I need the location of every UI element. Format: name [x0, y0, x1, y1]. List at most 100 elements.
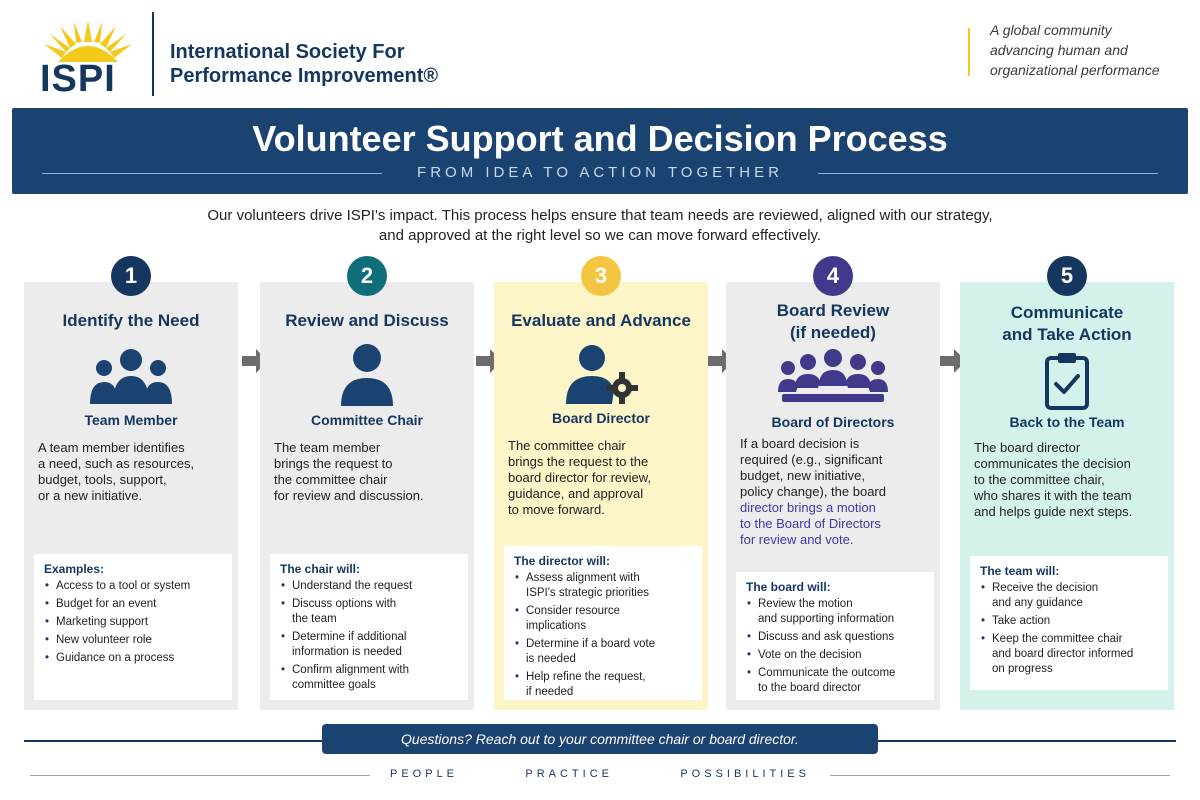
- questions-banner: Questions? Reach out to your committee c…: [322, 724, 878, 754]
- desc-line: budget, new initiative,: [740, 468, 866, 483]
- item-text: Assess alignment with: [526, 572, 640, 584]
- tagline-line1: A global community: [990, 22, 1112, 38]
- item-text: Vote on the decision: [758, 649, 862, 661]
- item-text: to the board director: [758, 682, 861, 694]
- item-text: Access to a tool or system: [56, 580, 191, 592]
- item-text: ISPI's strategic priorities: [526, 587, 649, 599]
- step-title-line1: Review and Discuss: [285, 311, 449, 330]
- desc-line: director brings a motion: [740, 500, 876, 515]
- item-text: Marketing support: [56, 616, 149, 628]
- list-item: Take action: [980, 614, 1160, 629]
- desc-line: The team member: [274, 440, 381, 455]
- step-title-line2: and Take Action: [1002, 325, 1132, 344]
- item-text: New volunteer role: [56, 634, 152, 646]
- list-item: Receive the decision and any guidance: [980, 581, 1160, 611]
- examples-box: Examples: Access to a tool or system Bud…: [34, 554, 232, 700]
- step-description: The committee chair brings the request t…: [508, 438, 702, 518]
- step-title: Evaluate and Advance: [494, 310, 708, 332]
- banner-right-rule: [818, 173, 1158, 174]
- step-4-number: 4: [813, 256, 853, 296]
- team-members-icon: [90, 349, 172, 404]
- list-item: Guidance on a process: [44, 651, 224, 666]
- ispi-sun-logo-icon: [44, 20, 132, 62]
- tagline-line2: advancing human and: [990, 42, 1128, 58]
- committee-chair-icon: [341, 344, 393, 406]
- desc-line: and helps guide next steps.: [974, 504, 1133, 519]
- item-text: Budget for an event: [56, 598, 157, 610]
- desc-line: communicates the decision: [974, 456, 1131, 471]
- desc-line: The board director: [974, 440, 1081, 455]
- step-title-line2: (if needed): [790, 323, 876, 342]
- step-description: The team member brings the request to th…: [274, 440, 468, 504]
- tasks-list: Understand the request Discuss options w…: [280, 579, 460, 693]
- step-role: Back to the Team: [1009, 414, 1125, 430]
- desc-line: budget, tools, support,: [38, 472, 167, 487]
- item-text: Help refine the request,: [526, 671, 646, 683]
- item-text: Receive the decision: [992, 582, 1099, 594]
- step-description: If a board decision is required (e.g., s…: [740, 436, 934, 548]
- item-text: Discuss options with: [292, 598, 397, 610]
- page-title: Volunteer Support and Decision Process: [252, 118, 948, 159]
- step-1-number: 1: [111, 256, 151, 296]
- item-text: Keep the committee chair: [992, 633, 1123, 645]
- item-text: and supporting information: [758, 613, 895, 625]
- desc-line: the committee chair: [274, 472, 388, 487]
- desc-line: to move forward.: [508, 502, 605, 517]
- item-text: Confirm alignment with: [292, 664, 409, 676]
- page-subtitle: FROM IDEA TO ACTION TOGETHER: [417, 164, 783, 181]
- step-1-card: Identify the Need Team Member A team mem…: [24, 282, 238, 710]
- desc-line: a need, such as resources,: [38, 456, 195, 471]
- desc-line: required (e.g., significant: [740, 452, 883, 467]
- box-title: Examples:: [44, 562, 105, 576]
- examples-list: Access to a tool or system Budget for an…: [44, 579, 224, 666]
- desc-line: board director for review,: [508, 470, 652, 485]
- banner-left-rule: [42, 173, 382, 174]
- director-tasks-box: The director will: Assess alignment with…: [504, 546, 702, 700]
- item-text: and any guidance: [992, 597, 1083, 609]
- box-title: The board will:: [746, 580, 831, 594]
- step-title: Communicate and Take Action: [960, 302, 1174, 346]
- item-text: and board director informed: [992, 648, 1134, 660]
- step-title-line1: Board Review: [776, 301, 890, 320]
- list-item: Communicate the outcome to the board dire…: [746, 666, 926, 696]
- board-of-directors-icon: [778, 349, 888, 402]
- desc-line: policy change), the board: [740, 484, 886, 499]
- step-title: Identify the Need: [24, 310, 238, 332]
- desc-line: guidance, and approval: [508, 486, 644, 501]
- tasks-list: Receive the decision and any guidance Tak…: [980, 581, 1160, 677]
- list-item: Vote on the decision: [746, 648, 926, 663]
- tagline-accent-bar: [968, 28, 970, 76]
- item-text: Discuss and ask questions: [758, 631, 895, 643]
- list-item: Budget for an event: [44, 597, 224, 612]
- arrow-right-icon: [940, 349, 966, 373]
- organization-name: International Society For Performance Im…: [170, 40, 438, 88]
- item-text: Determine if additional: [292, 631, 407, 643]
- logo-divider: [152, 12, 154, 96]
- step-3-number: 3: [581, 256, 621, 296]
- item-text: implications: [526, 620, 587, 632]
- intro-line1: Our volunteers drive ISPI's impact. This…: [207, 207, 993, 224]
- tagline: A global community advancing human and o…: [990, 20, 1190, 80]
- step-description: A team member identifies a need, such as…: [38, 440, 232, 504]
- step-3-card: Evaluate and Advance Board Director The …: [494, 282, 708, 710]
- org-name-line2: Performance Improvement®: [170, 65, 439, 87]
- step-title-line1: Identify the Need: [62, 311, 200, 330]
- item-text: Communicate the outcome: [758, 667, 896, 679]
- step-role: Committee Chair: [310, 412, 424, 428]
- step-role: Board of Directors: [771, 414, 895, 430]
- desc-line: to the committee chair,: [974, 472, 1105, 487]
- box-title: The chair will:: [280, 562, 361, 576]
- item-text: Determine if a board vote: [526, 638, 656, 650]
- desc-line: brings the request to the: [508, 454, 649, 469]
- footer-left-rule: [24, 740, 324, 742]
- desc-line: to the Board of Directors: [740, 516, 881, 531]
- item-text: the team: [292, 613, 337, 625]
- bottom-right-rule: [830, 775, 1170, 776]
